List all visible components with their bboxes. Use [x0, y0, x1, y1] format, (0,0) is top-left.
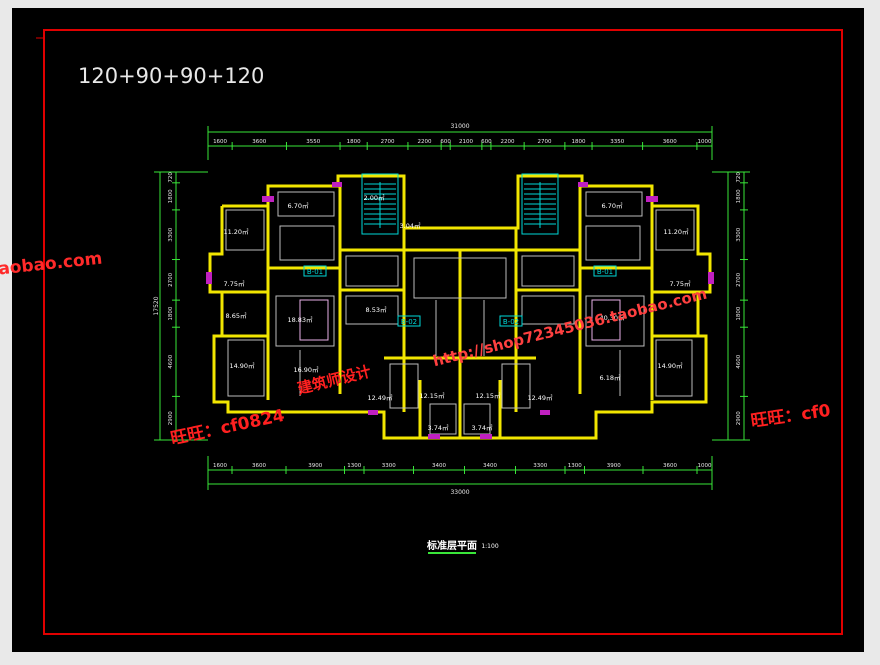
room-area-label: 3.74㎡ [472, 423, 493, 432]
room-area-label: 12.49㎡ [367, 393, 393, 402]
room-area-label: 8.65㎡ [226, 311, 247, 320]
dimension-label: 720 [736, 172, 742, 183]
room-area-label: 6.18㎡ [600, 373, 621, 382]
room-area-label: 12.49㎡ [527, 393, 553, 402]
room-area-labels: 6.70㎡ 11.20㎡ 7.75㎡ 8.65㎡ 14.90㎡ 18.83㎡ 16.90㎡ 2… [223, 193, 691, 432]
dimension-label: 4600 [168, 354, 174, 368]
dimension-label: 1800 [168, 306, 174, 320]
room-area-label: 6.70㎡ [288, 201, 309, 210]
dimension-label: 3900 [607, 463, 621, 469]
unit-tag-b02-right: B-02 [503, 318, 519, 326]
dimension-label: 1600 [213, 139, 227, 145]
dimension-label: 2200 [501, 139, 515, 145]
unit-tag-b02-left: B-02 [401, 318, 417, 326]
room-area-label: 2.00㎡ [364, 193, 385, 202]
unit-tag-b01-left: B-01 [307, 268, 323, 276]
drawing-title: 标准层平面 [426, 539, 477, 552]
dimension-label: 1000 [697, 139, 711, 145]
room-area-label: 8.53㎡ [366, 305, 387, 314]
dimension-labels: 1600 3600 3550 1800 2700 2200 600 2100 600 2200 27… [168, 139, 742, 469]
dimension-label: 3400 [432, 463, 446, 469]
bottom-total-dimension: 33000 [450, 489, 469, 496]
dimension-label: 3600 [252, 463, 266, 469]
room-area-label: 12.15㎡ [475, 391, 501, 400]
unit-tags: B-01 B-02 B-02 B-01 [303, 265, 617, 327]
dimension-label: 2100 [459, 139, 473, 145]
room-area-label: 40.30㎡ [599, 313, 625, 322]
room-area-label: 14.90㎡ [229, 361, 255, 370]
dimension-label: 3600 [663, 463, 677, 469]
dimension-label: 1800 [571, 139, 585, 145]
room-area-label: 16.90㎡ [293, 365, 319, 374]
room-area-label: 7.75㎡ [224, 279, 245, 288]
unit-tag-b01-right: B-01 [597, 268, 613, 276]
dimension-label: 2700 [736, 272, 742, 286]
dimension-ticks [172, 142, 748, 474]
dimension-label: 3350 [610, 139, 624, 145]
dimension-label: 1800 [736, 306, 742, 320]
dimension-label: 1800 [736, 189, 742, 203]
dimension-label: 1000 [698, 463, 712, 469]
top-total-dimension: 31000 [450, 123, 469, 130]
dimension-label: 2900 [168, 411, 174, 425]
dimension-label: 1600 [213, 463, 227, 469]
drawing-scale: 1:100 [481, 543, 498, 550]
dimension-label: 3300 [168, 227, 174, 241]
left-total-dimension: 17520 [153, 296, 160, 315]
room-area-label: 14.90㎡ [657, 361, 683, 370]
dimension-lines [154, 126, 750, 490]
dimension-label: 3900 [308, 463, 322, 469]
floor-plan [206, 173, 714, 440]
dimension-label: 2900 [736, 411, 742, 425]
dimension-label: 3600 [663, 139, 677, 145]
dimension-label: 3300 [736, 227, 742, 241]
room-area-label: 11.20㎡ [223, 227, 249, 236]
room-area-label: 18.83㎡ [287, 315, 313, 324]
room-area-label: 12.15㎡ [419, 391, 445, 400]
room-area-label: 6.70㎡ [602, 201, 623, 210]
dimension-label: 1300 [347, 463, 361, 469]
room-area-label: 3.04㎡ [400, 221, 421, 230]
dimension-label: 600 [481, 139, 492, 145]
dimension-label: 3300 [382, 463, 396, 469]
dimension-label: 4600 [736, 354, 742, 368]
dimension-label: 720 [168, 172, 174, 183]
dimension-label: 3300 [533, 463, 547, 469]
room-area-label: 3.74㎡ [428, 423, 449, 432]
room-area-label: 11.20㎡ [663, 227, 689, 236]
dimension-label: 1800 [347, 139, 361, 145]
dimension-label: 1800 [168, 189, 174, 203]
dimension-label: 3550 [306, 139, 320, 145]
dimension-label: 2200 [418, 139, 432, 145]
dimension-label: 2700 [538, 139, 552, 145]
drawing-background [12, 8, 864, 652]
dimension-label: 3600 [252, 139, 266, 145]
room-area-label: 7.75㎡ [670, 279, 691, 288]
dimension-label: 1300 [568, 463, 582, 469]
header-label: 120+90+90+120 [78, 64, 264, 88]
dimension-label: 2700 [381, 139, 395, 145]
drawing-border [43, 29, 843, 635]
dimension-label: 3400 [483, 463, 497, 469]
dimension-label: 600 [440, 139, 451, 145]
dimension-label: 2700 [168, 272, 174, 286]
